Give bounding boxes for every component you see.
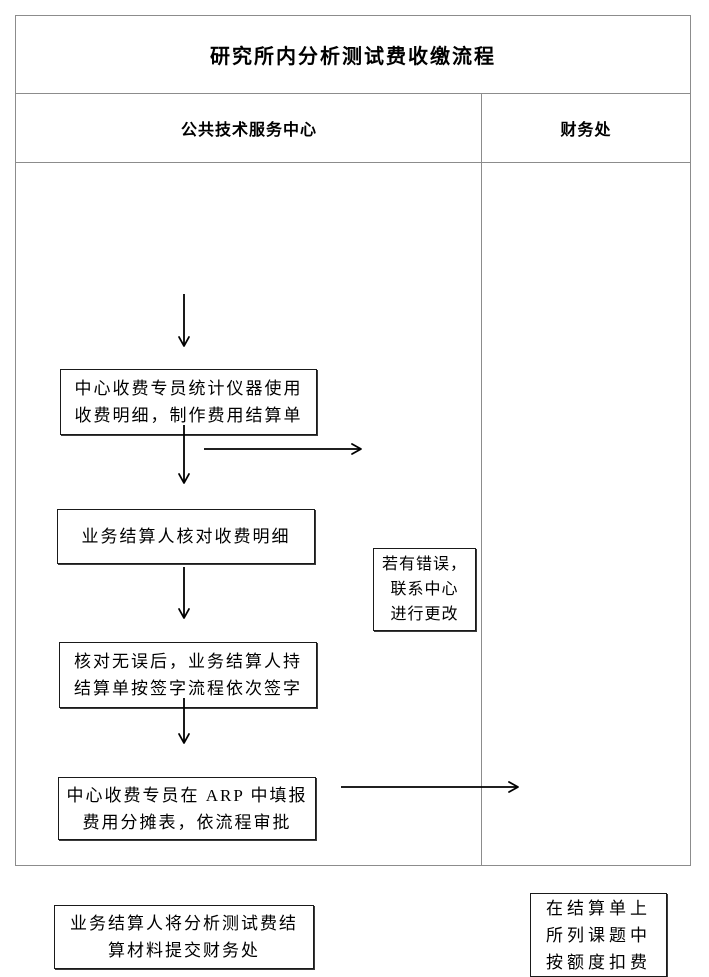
flow-box-text-line: 中心收费专员在 ARP 中填报	[66, 785, 308, 805]
flow-box-text-line: 算材料提交财务处	[108, 941, 260, 960]
flow-box-make-settlement-sheet: 中心收费专员统计仪器使用 收费明细，制作费用结算单	[60, 369, 317, 435]
flow-box-text-line: 联系中心	[390, 581, 459, 598]
flow-box-sign-settlement-sheet: 核对无误后，业务结算人持 结算单按签字流程依次签字	[59, 642, 317, 708]
flowchart-sheet: 研究所内分析测试费收缴流程 公共技术服务中心 财务处 中心收费专员统计仪器使用 …	[15, 15, 691, 977]
flow-box-text-line: 中心收费专员统计仪器使用	[74, 379, 303, 398]
flow-box-text-line: 按额度扣费	[546, 952, 651, 972]
flow-box-text-line: 核对无误后，业务结算人持	[74, 652, 302, 671]
flowchart-body: 中心收费专员统计仪器使用 收费明细，制作费用结算单 业务结算人核对收费明细 若有…	[16, 163, 690, 977]
flow-box-submit-to-finance: 业务结算人将分析测试费结 算材料提交财务处	[54, 905, 314, 969]
flow-box-deduct-fees-by-quota: 在结算单上 所列课题中 按额度扣费	[530, 893, 667, 977]
flow-box-error-contact-center: 若有错误， 联系中心 进行更改	[373, 548, 476, 631]
column-divider-line	[481, 94, 482, 865]
flow-box-text-line: 若有错误，	[381, 556, 467, 573]
flow-box-text-line: 所列课题中	[546, 925, 651, 945]
flow-box-text-line: 在结算单上	[546, 898, 651, 918]
flow-box-text-line: 进行更改	[390, 606, 459, 623]
flow-box-check-fee-details: 业务结算人核对收费明细	[57, 509, 315, 564]
flow-box-text-line: 结算单按签字流程依次签字	[74, 679, 302, 698]
flow-box-arp-expense-allocation: 中心收费专员在 ARP 中填报 费用分摊表，依流程审批	[58, 777, 316, 840]
flow-box-text-line: 收费明细，制作费用结算单	[74, 406, 303, 425]
flow-box-text-line: 业务结算人核对收费明细	[81, 527, 291, 546]
column-header-row: 公共技术服务中心 财务处	[16, 94, 690, 163]
column-header-service-center: 公共技术服务中心	[180, 122, 317, 139]
title-row: 研究所内分析测试费收缴流程	[16, 16, 690, 94]
flow-box-text-line: 业务结算人将分析测试费结	[70, 914, 298, 933]
page-title: 研究所内分析测试费收缴流程	[210, 46, 496, 68]
column-header-finance: 财务处	[560, 122, 612, 139]
flow-box-text-line: 费用分摊表，依流程审批	[82, 812, 292, 832]
